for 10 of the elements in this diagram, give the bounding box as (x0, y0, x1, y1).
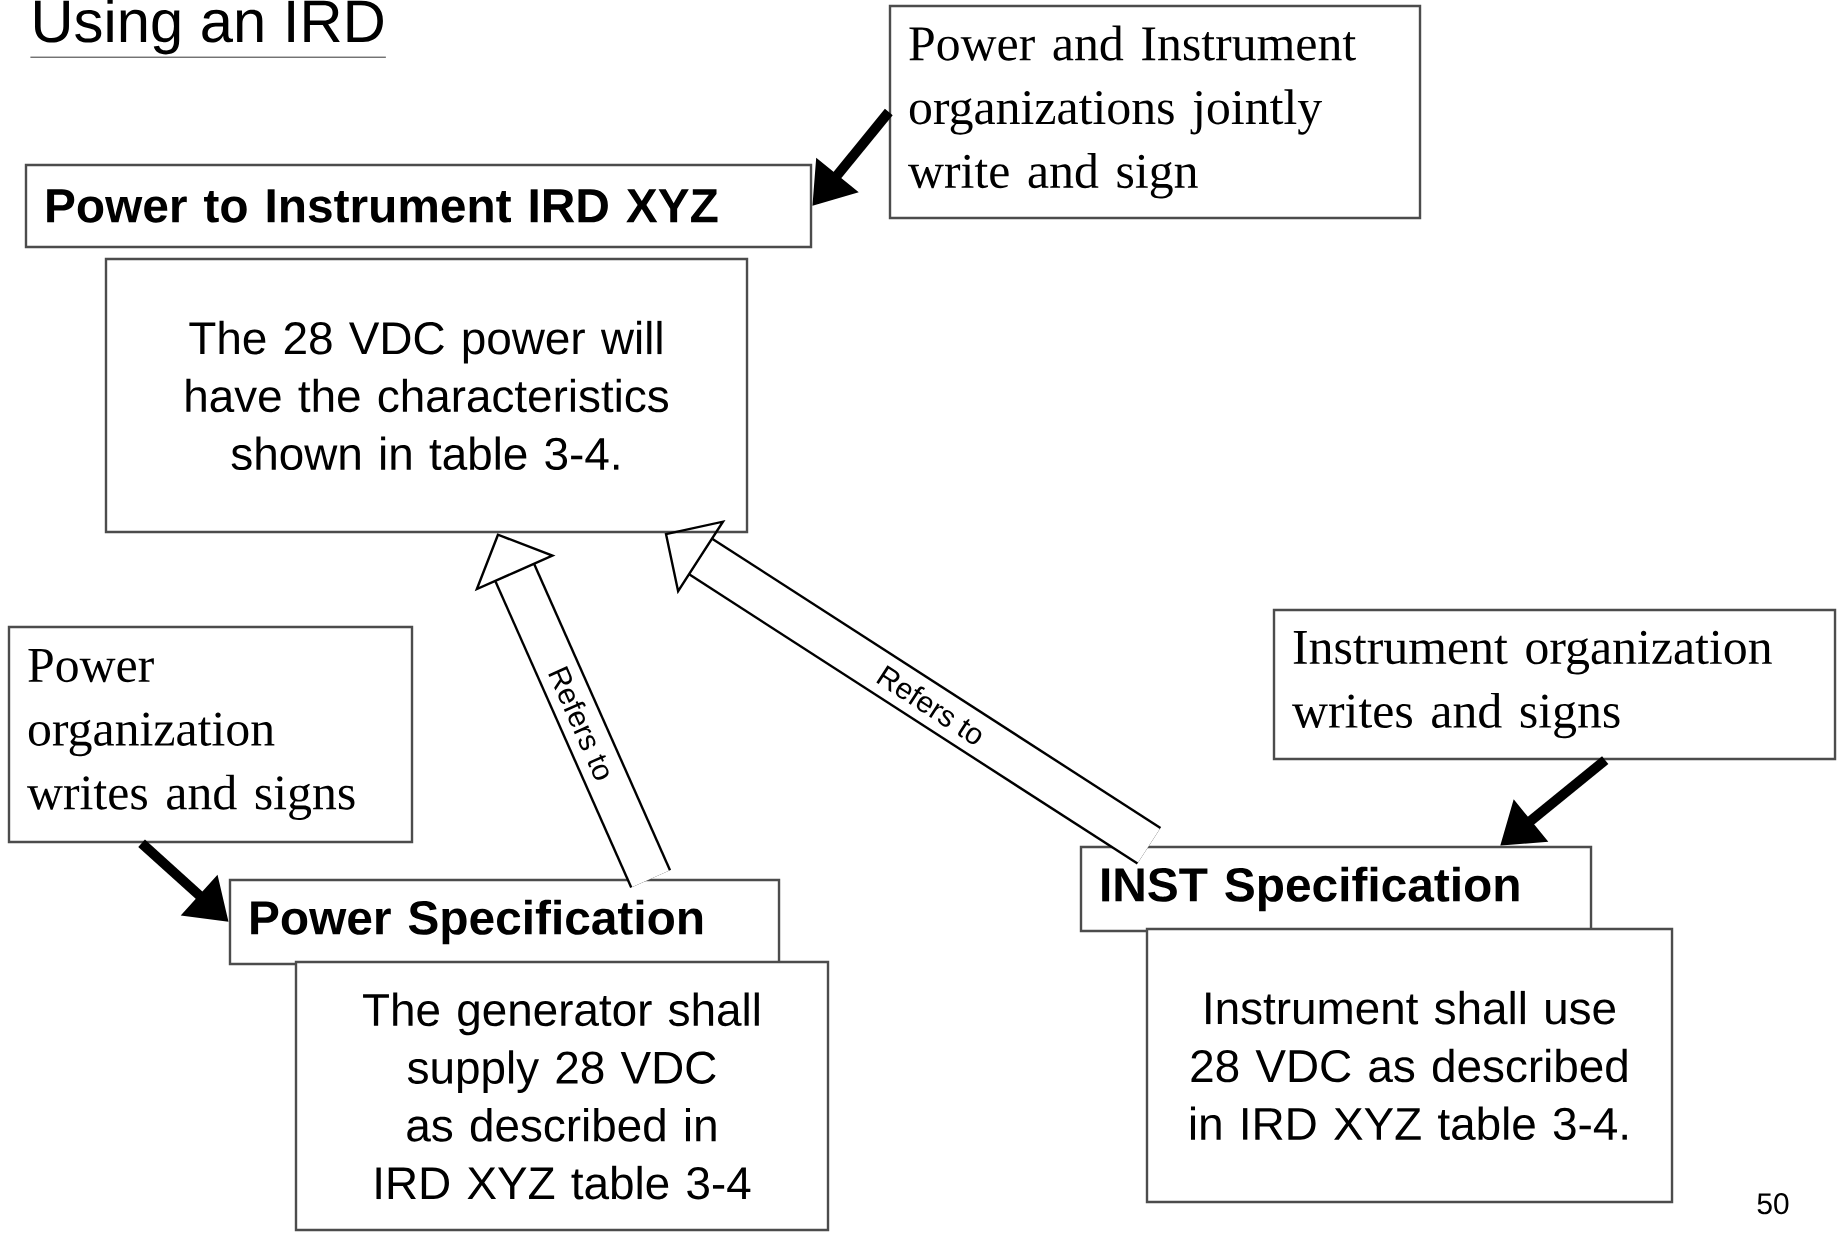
text-box: The 28 VDC power will have the characteristics shown in table 3-4. (104, 257, 749, 534)
note-box: Instrument organization writes and signs (1272, 608, 1837, 761)
header-box: Power to Instrument IRD XYZ (24, 163, 813, 249)
arrow (474, 533, 672, 888)
header-box: Power Specification (228, 878, 781, 966)
header-box: INST Specification (1079, 845, 1593, 933)
page-number: 50 (1757, 1193, 1789, 1215)
edge-label: Refers to (544, 660, 619, 786)
note-box: Power and Instrument organizations jointly write and sign (888, 4, 1422, 220)
note-box: Power organization writes and signs (7, 625, 414, 844)
